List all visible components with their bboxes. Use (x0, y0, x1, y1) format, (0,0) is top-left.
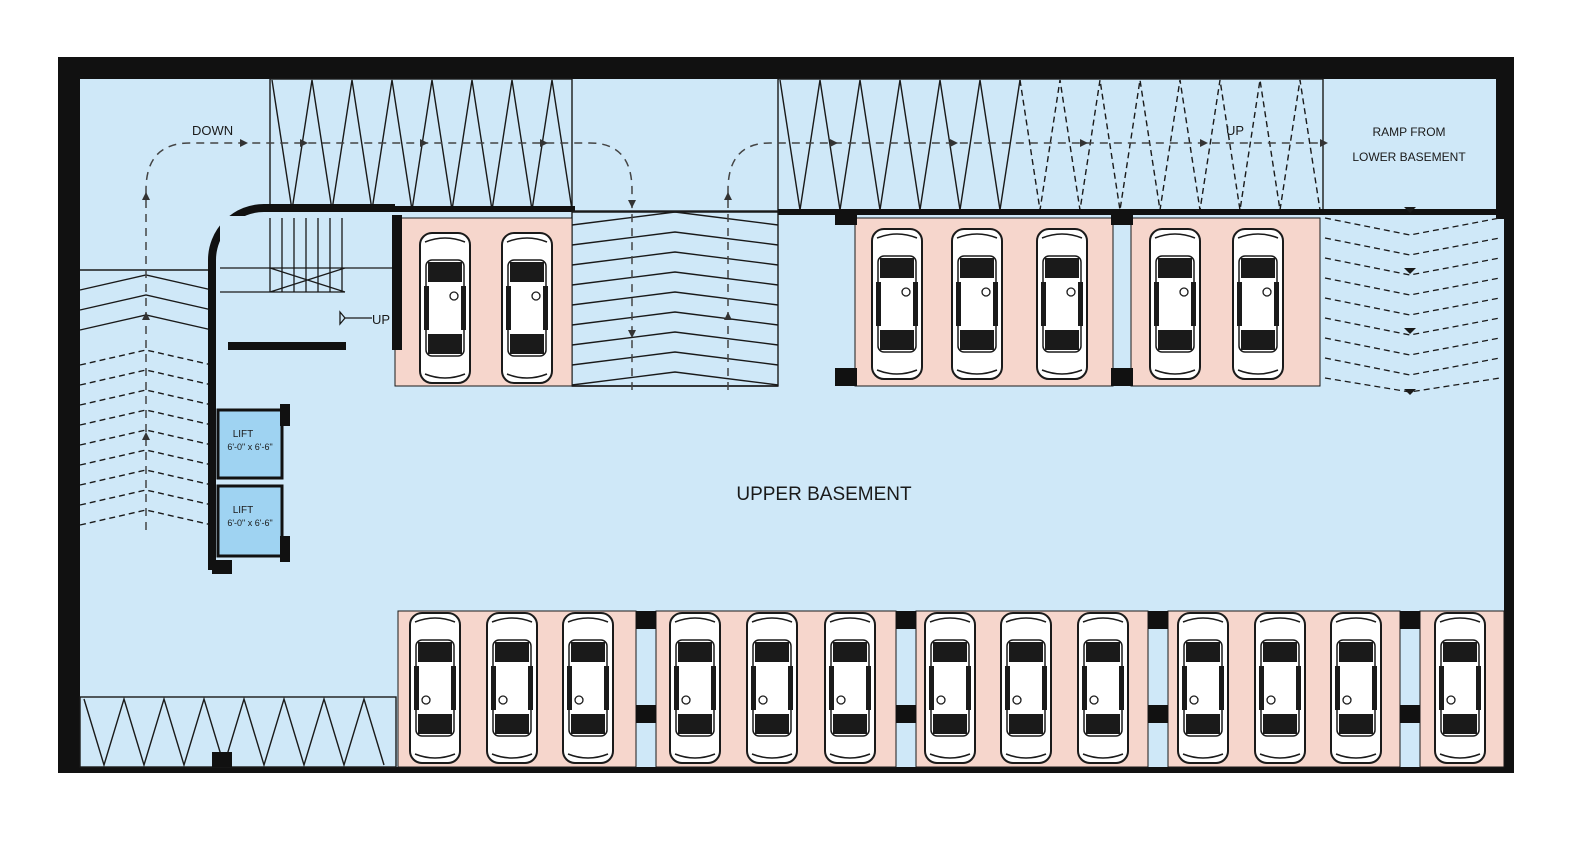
car-icon (924, 612, 976, 764)
car-icon (1254, 612, 1306, 764)
car-icon (1149, 228, 1201, 380)
ramp-up-top (777, 78, 1324, 212)
ramp-middle (571, 210, 779, 387)
car-icon (1077, 612, 1129, 764)
lift-2-name: LIFT (233, 505, 254, 516)
car-icon (562, 612, 614, 764)
car-icon (1434, 612, 1486, 764)
car-icon (501, 232, 553, 384)
car-icon (1232, 228, 1284, 380)
car-icon (871, 228, 923, 380)
lift-1-size: 6'-0" x 6'-6" (227, 442, 272, 452)
car-icon (824, 612, 876, 764)
lift-2 (216, 484, 284, 558)
car-icon (1330, 612, 1382, 764)
car-icon (951, 228, 1003, 380)
lift-2-size: 6'-0" x 6'-6" (227, 518, 272, 528)
arrow-icon (1404, 207, 1416, 395)
ramp-label-line2: LOWER BASEMENT (1352, 150, 1466, 164)
car-icon (409, 612, 461, 764)
lift-1-name: LIFT (233, 429, 254, 440)
car-icon (419, 232, 471, 384)
car-icon (669, 612, 721, 764)
car-icon (1000, 612, 1052, 764)
lift-1 (216, 408, 284, 480)
car-icon (486, 612, 538, 764)
ramp-label-line1: RAMP FROM (1372, 125, 1445, 139)
stair-up-label: UP (372, 312, 390, 327)
stair-core (208, 204, 395, 570)
car-icon (1036, 228, 1088, 380)
circulation-path (145, 142, 1325, 530)
ramp-up-label: UP (1226, 123, 1244, 138)
ramp-bottom-left (79, 696, 397, 768)
car-icon (746, 612, 798, 764)
arrow-icon (142, 139, 1328, 440)
down-label: DOWN (192, 123, 233, 138)
car-icon (1177, 612, 1229, 764)
floor-name-label: UPPER BASEMENT (736, 484, 912, 505)
